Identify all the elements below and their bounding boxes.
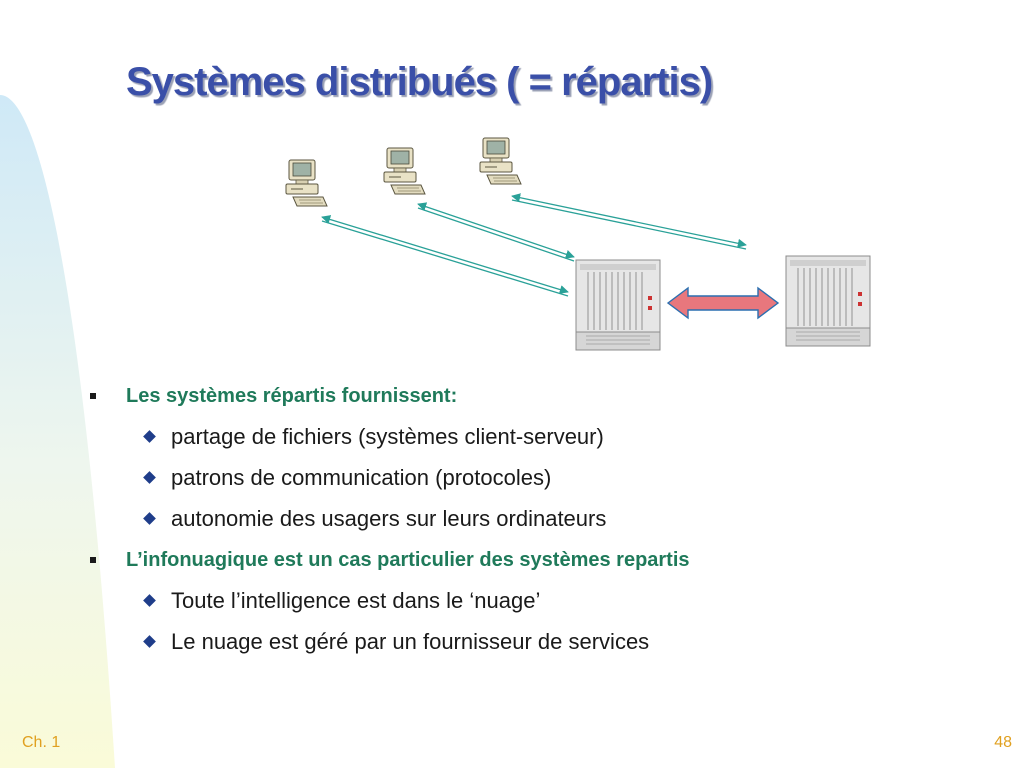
slide-number: 48 xyxy=(994,734,1012,751)
server-1-icon xyxy=(575,259,661,351)
slide-title: Systèmes distribués ( = répartis) xyxy=(126,60,713,104)
diamond-bullet-icon xyxy=(143,594,156,607)
sub-bullet-text: Toute l’intelligence est dans le ‘nuage’ xyxy=(171,588,541,613)
link-client1-server1 xyxy=(321,215,569,297)
bullet-item: L’infonuagique est un cas particulier de… xyxy=(90,542,990,583)
sub-bullet-item: partage de fichiers (systèmes client-ser… xyxy=(90,419,990,460)
chapter-label: Ch. 1 xyxy=(22,734,61,751)
diamond-bullet-icon xyxy=(143,512,156,525)
link-client2-server1 xyxy=(417,202,575,262)
sub-bullet-item: autonomie des usagers sur leurs ordinate… xyxy=(90,501,990,542)
sub-bullet-item: Le nuage est géré par un fournisseur de … xyxy=(90,624,990,665)
bullet-item: Les systèmes répartis fournissent: xyxy=(90,378,990,419)
sub-bullet-item: Toute l’intelligence est dans le ‘nuage’ xyxy=(90,583,990,624)
bullet-text: L’infonuagique est un cas particulier de… xyxy=(126,549,690,571)
client-computer-1-icon xyxy=(285,159,328,207)
sub-bullet-text: Le nuage est géré par un fournisseur de … xyxy=(171,629,650,654)
square-bullet-icon xyxy=(90,393,96,399)
link-server1-server2 xyxy=(666,286,780,320)
server-2-icon xyxy=(785,255,871,347)
bullet-list: Les systèmes répartis fournissent: parta… xyxy=(90,378,990,665)
sub-bullet-text: autonomie des usagers sur leurs ordinate… xyxy=(171,506,607,531)
sub-bullet-item: patrons de communication (protocoles) xyxy=(90,460,990,501)
client-computer-2-icon xyxy=(383,147,426,195)
diamond-bullet-icon xyxy=(143,471,156,484)
sub-bullet-text: patrons de communication (protocoles) xyxy=(171,465,552,490)
client-computer-3-icon xyxy=(479,137,522,185)
sub-bullet-text: partage de fichiers (systèmes client-ser… xyxy=(171,424,604,449)
diamond-bullet-icon xyxy=(143,635,156,648)
square-bullet-icon xyxy=(90,557,96,563)
bullet-text: Les systèmes répartis fournissent: xyxy=(126,385,458,407)
link-client3-server2 xyxy=(511,193,747,250)
diamond-bullet-icon xyxy=(143,430,156,443)
